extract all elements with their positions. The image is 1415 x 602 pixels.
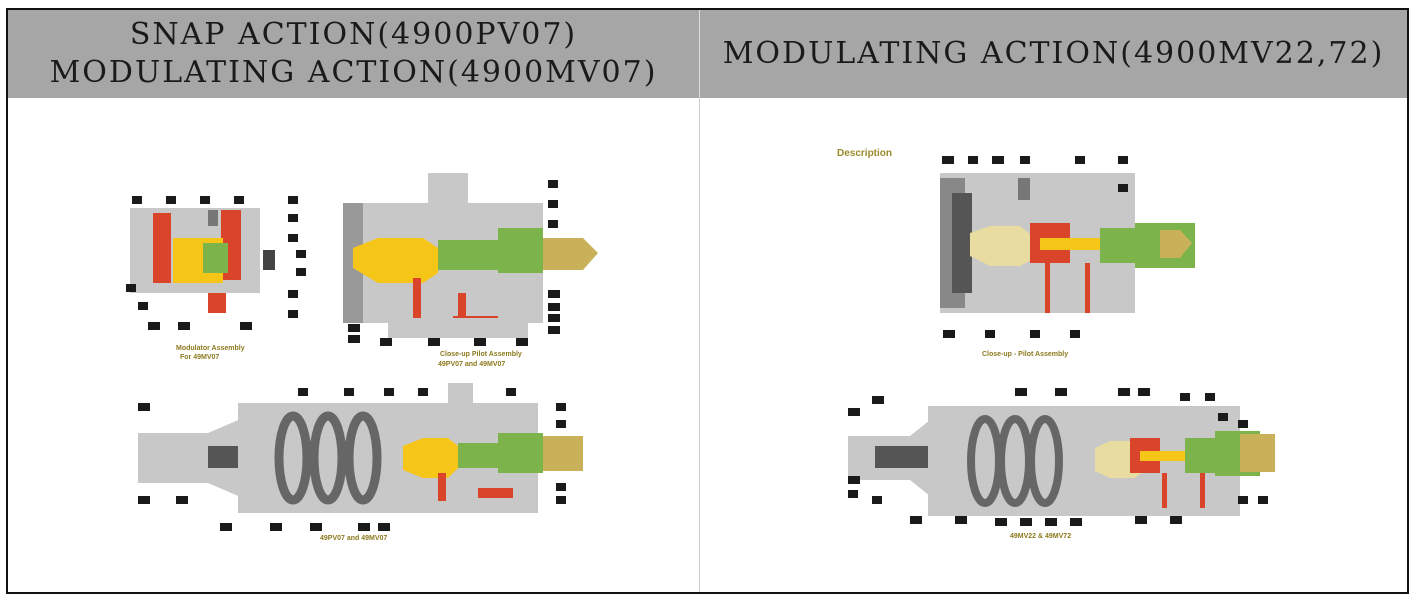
left-diagram-cell: Modulator Assembly For 49MV07 [8,98,700,592]
caption-modulator-line1: Modulator Assembly [176,345,245,352]
body-row: Modulator Assembly For 49MV07 [8,98,1407,592]
comparison-table: SNAP ACTION(4900PV07) MODULATING ACTION(… [6,8,1409,594]
header-right-title: MODULATING ACTION(4900MV22,72) [722,36,1385,71]
caption-modulator-line2: For 49MV07 [180,354,219,361]
full-valve-diagram-left [138,383,583,513]
header-snap-modulating: SNAP ACTION(4900PV07) MODULATING ACTION(… [8,10,700,98]
header-left-line2: MODULATING ACTION(4900MV07) [49,55,658,90]
pilot-assembly-closeup-right [940,173,1195,313]
right-diagram-cell: Description [700,98,1407,592]
caption-pilot-closeup-right: Close-up - Pilot Assembly [982,351,1068,358]
header-left-line1: SNAP ACTION(4900PV07) [129,17,578,52]
description-label: Description [837,148,892,159]
caption-pilot-line2: 49PV07 and 49MV07 [438,361,505,368]
header-row: SNAP ACTION(4900PV07) MODULATING ACTION(… [8,10,1407,98]
right-valve-diagrams: Description [837,148,1275,540]
header-modulating-action: MODULATING ACTION(4900MV22,72) [700,10,1407,98]
modulator-assembly-diagram [130,208,275,313]
full-valve-diagram-right [848,406,1275,516]
caption-pilot-line1: Close-up Pilot Assembly [440,351,522,358]
left-valve-diagrams: Modulator Assembly For 49MV07 [126,173,598,542]
caption-bottom-left: 49PV07 and 49MV07 [320,535,387,542]
pilot-assembly-diagram [343,173,598,338]
caption-bottom-right: 49MV22 & 49MV72 [1010,533,1071,540]
